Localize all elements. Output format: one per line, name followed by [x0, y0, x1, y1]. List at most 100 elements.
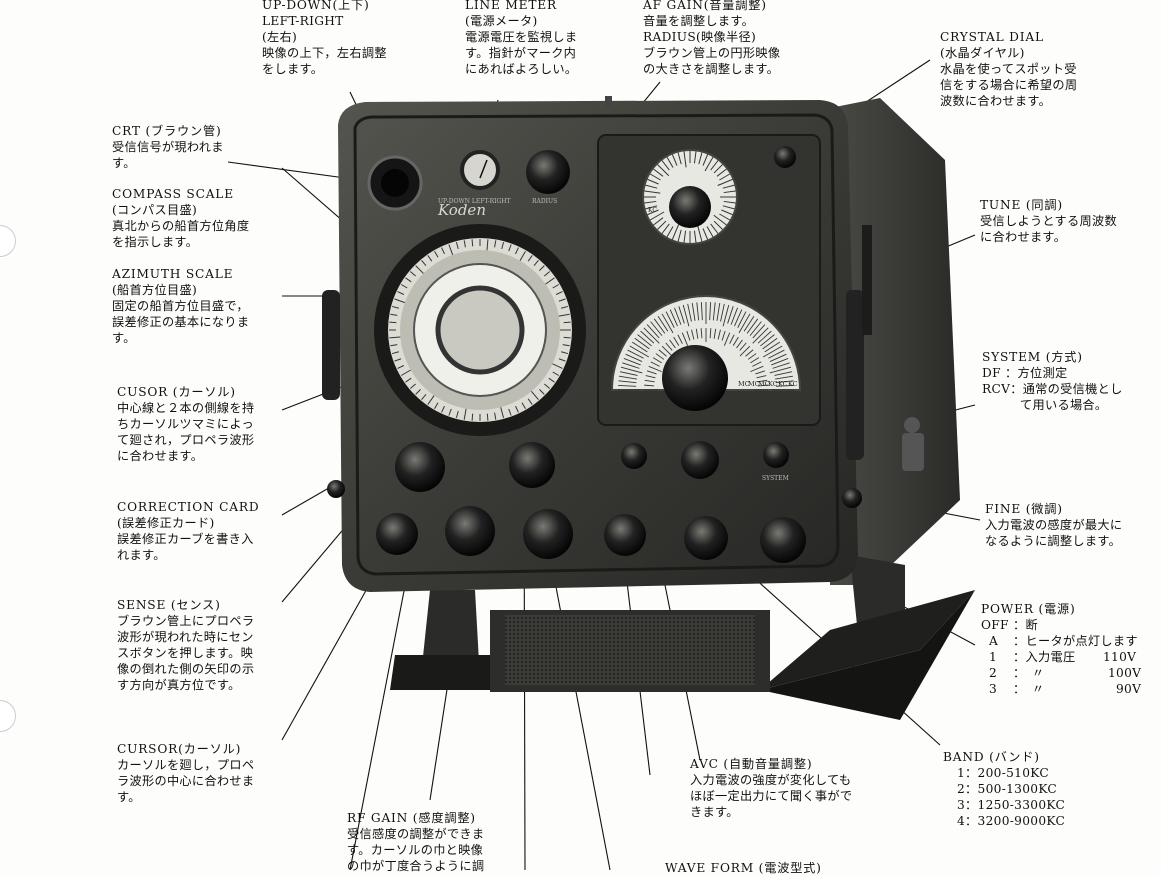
- dial-tick: [687, 303, 692, 322]
- dial-tick: [774, 371, 793, 376]
- dial-tick: [669, 339, 676, 349]
- dial-tick: [545, 277, 555, 285]
- dial-tick: [405, 277, 412, 283]
- label-waveform: WAVE FORM (電波型式): [665, 860, 822, 876]
- label-crt-line: す。: [112, 156, 136, 170]
- system-switch[interactable]: [763, 442, 789, 468]
- dial-tick: [548, 377, 555, 383]
- brand-logo: Koden: [437, 201, 486, 219]
- label-afgain-line: ブラウン管上の円形映像: [643, 46, 781, 60]
- dial-tick: [623, 358, 641, 366]
- dial-tick: [729, 334, 735, 344]
- cursor-knob[interactable]: [395, 442, 445, 492]
- cabinet-feet: [390, 555, 975, 720]
- system-df-switch[interactable]: [621, 443, 647, 469]
- dial-tick: [619, 371, 638, 376]
- label-band-line: 1：200-510KC: [957, 766, 1049, 780]
- updown-knob-label: UP-DOWN LEFT-RIGHT: [438, 198, 511, 205]
- dial-tick: [640, 330, 655, 344]
- label-crystal-line: 水晶を使ってスポット受: [940, 62, 1077, 76]
- label-updown-line: (左右): [262, 30, 298, 44]
- label-sense-line: 波形が現われた時にセン: [117, 630, 254, 644]
- power-row: OFF：断: [981, 618, 1038, 632]
- band-knob[interactable]: [684, 516, 728, 560]
- dial-tick: [552, 371, 560, 376]
- dial-tick: [397, 365, 405, 369]
- label-rfgain-title: RF GAIN (感度調整): [347, 811, 476, 825]
- label-power-title: POWER (電源): [981, 602, 1076, 616]
- rf-gain-knob[interactable]: [445, 506, 495, 556]
- label-cusor-line: 中心線と２本の側線を持: [117, 401, 255, 415]
- dial-tick: [769, 353, 787, 362]
- dial-tick: [486, 413, 489, 421]
- wave-form-knob[interactable]: [523, 509, 573, 559]
- af-gain-knob[interactable]: [526, 150, 570, 194]
- dial-tick: [768, 349, 785, 359]
- label-cusor-title: CUSOR (カーソル): [117, 385, 236, 399]
- dial-tick: [661, 313, 674, 334]
- dial-tick: [390, 313, 398, 316]
- dial-tick: [709, 328, 712, 339]
- tune-scale-unit-label: KC: [788, 380, 798, 388]
- dial-tick: [558, 313, 570, 317]
- dial-tick: [620, 366, 643, 374]
- dial-tick: [775, 375, 793, 380]
- label-crystal-line: 信をする場合に希望の周: [940, 78, 1078, 92]
- dial-tick: [421, 259, 427, 266]
- dial-tick: [756, 375, 767, 379]
- dial-tick: [500, 407, 505, 419]
- sense-button[interactable]: [376, 513, 418, 555]
- label-fine: FINE (微調) 入力電波の感度が最大に なるように調整します。: [985, 501, 1122, 549]
- dial-tick: [665, 311, 675, 328]
- dial-tick: [555, 291, 563, 295]
- crt-screen: [435, 285, 525, 375]
- dial-tick: [738, 313, 751, 334]
- label-crt: CRT (ブラウン管) 受信信号が現われま す。: [112, 123, 224, 171]
- fine-knob[interactable]: [681, 441, 719, 479]
- label-waveform-title: WAVE FORM (電波型式): [665, 861, 822, 875]
- label-band-line: 4：3200-9000KC: [957, 814, 1066, 828]
- dial-tick: [697, 225, 703, 242]
- dial-tick: [558, 358, 566, 362]
- dial-tick: [405, 377, 412, 383]
- dial-tick: [721, 209, 733, 216]
- dial-tick: [409, 271, 416, 277]
- dial-tick: [552, 363, 563, 369]
- side-knob[interactable]: [842, 488, 862, 508]
- label-linemeter: LINE METER (電源メータ) 電源電圧を監視しま す。指針がマーク内 に…: [465, 0, 577, 77]
- tune-knob[interactable]: [662, 345, 728, 411]
- dial-tick: [723, 200, 736, 204]
- label-correction-line: 誤差修正カーブを書き入: [117, 532, 254, 546]
- waveform-knob[interactable]: [509, 442, 555, 488]
- dial-tick: [658, 349, 667, 357]
- dial-tick: [544, 383, 551, 389]
- dial-tick: [717, 178, 733, 186]
- left-side-knob[interactable]: [327, 480, 345, 498]
- label-linemeter-line: にあればよろしい。: [465, 62, 578, 76]
- label-correction-line: (誤差修正カード): [117, 516, 215, 530]
- right-handle: [846, 290, 864, 460]
- dial-tick: [655, 353, 665, 360]
- label-afgain-title: AF GAIN(音量調整): [643, 0, 767, 12]
- left-handle: [322, 290, 340, 400]
- dial-tick: [700, 328, 703, 339]
- dial-tick: [494, 412, 497, 420]
- dial-tick: [415, 389, 421, 395]
- cabinet-side: [830, 98, 960, 585]
- label-sense: SENSE (センス) ブラウン管上にプロペラ 波形が現われた時にセン スボタン…: [117, 597, 254, 693]
- dial-tick: [693, 230, 697, 243]
- dial-tick: [647, 209, 659, 216]
- dial-tick: [645, 205, 658, 210]
- dial-tick: [650, 321, 663, 336]
- dial-tick: [394, 358, 402, 362]
- dial-tick: [637, 334, 652, 347]
- dial-tick: [494, 240, 497, 248]
- crystal-selector[interactable]: [774, 146, 796, 168]
- dial-tick: [448, 408, 452, 416]
- dial-tick: [771, 358, 789, 366]
- avc-knob[interactable]: [604, 514, 646, 556]
- power-knob[interactable]: [760, 517, 806, 563]
- label-compass: COMPASS SCALE (コンパス目盛) 真北からの船首方位角度 を指示しま…: [112, 186, 249, 250]
- dial-tick: [757, 330, 772, 344]
- crystal-knob[interactable]: [669, 186, 711, 228]
